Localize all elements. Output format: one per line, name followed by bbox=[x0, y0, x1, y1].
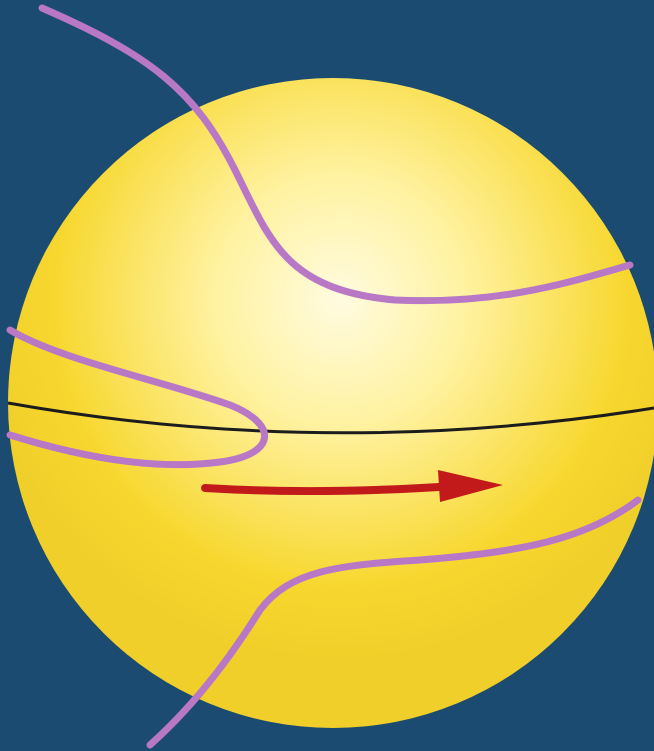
sun-sphere bbox=[8, 78, 654, 728]
